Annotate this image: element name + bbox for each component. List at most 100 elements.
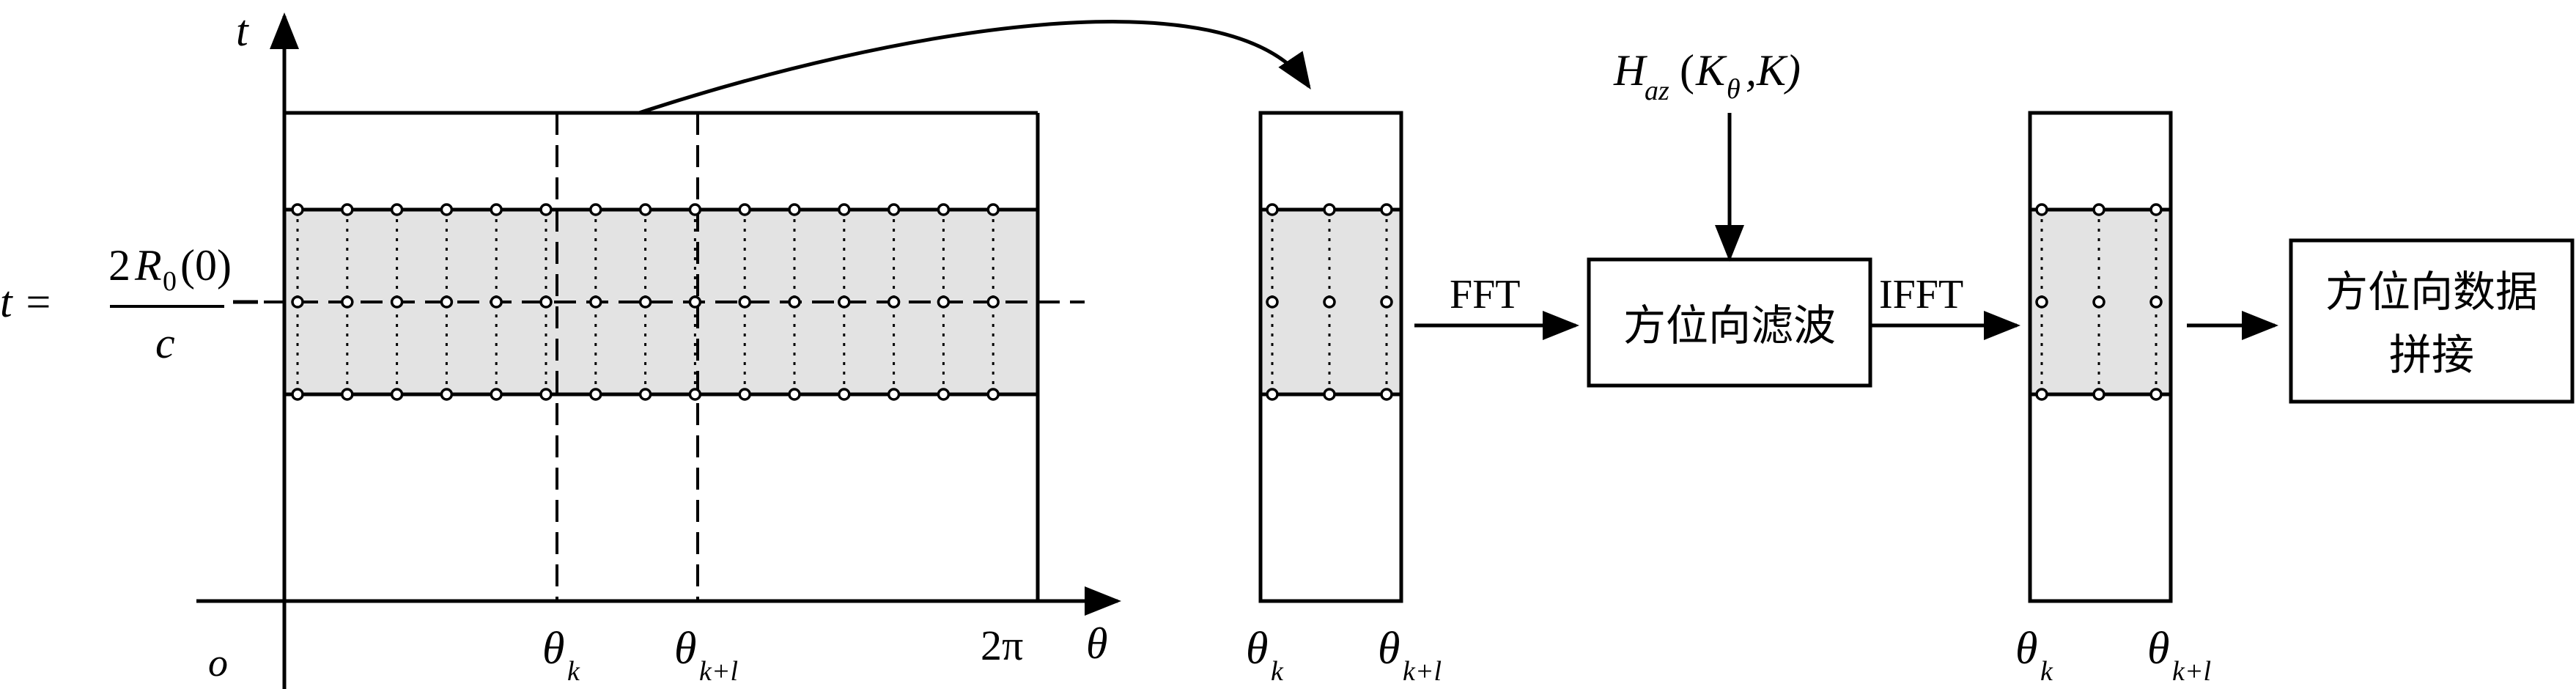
- sample-point: [838, 295, 851, 309]
- sample-point: [738, 295, 751, 309]
- sample-point: [2035, 203, 2048, 216]
- sample-point: [688, 388, 702, 401]
- sample-point: [291, 388, 304, 401]
- svg-text:H: H: [1613, 46, 1648, 95]
- sample-point: [341, 388, 354, 401]
- sample-point: [937, 388, 951, 401]
- svg-text:θ: θ: [1378, 624, 1400, 674]
- azimuth-filter-label: 方位向滤波: [1623, 301, 1836, 350]
- t-axis-label: t: [236, 7, 249, 55]
- svg-text:k: k: [1271, 656, 1284, 687]
- sample-point: [440, 295, 454, 309]
- svg-text:(: (: [1680, 46, 1694, 95]
- sample-point: [539, 388, 553, 401]
- svg-text:az: az: [1645, 75, 1669, 106]
- mid-theta-kl-label: θ k+l: [1378, 624, 1442, 687]
- svg-text:k+l: k+l: [1403, 656, 1442, 687]
- theta-axis-label: θ: [1086, 619, 1107, 668]
- time-angle-plot: t θ o 2π θ k θ k+l t = 2 R 0 (0) c: [0, 7, 1121, 689]
- fft-label: FFT: [1450, 272, 1521, 317]
- right-theta-k-label: θ k: [2015, 624, 2053, 687]
- sample-point: [1380, 295, 1393, 309]
- sample-point: [1323, 388, 1336, 401]
- svg-text:θ: θ: [2147, 624, 2169, 674]
- extracted-window-block: θ k θ k+l: [1246, 111, 1442, 687]
- sample-point: [1323, 295, 1336, 309]
- svg-text:k: k: [567, 656, 580, 687]
- sample-point: [788, 203, 801, 216]
- sample-point: [2092, 295, 2106, 309]
- svg-text:θ: θ: [2015, 624, 2037, 674]
- theta-kl-label: θ k+l: [674, 624, 738, 687]
- sample-point: [341, 203, 354, 216]
- svg-text:K: K: [1695, 46, 1727, 95]
- sample-point: [440, 388, 454, 401]
- sample-point: [2149, 388, 2163, 401]
- sample-point: [2035, 295, 2048, 309]
- sample-point: [2149, 203, 2163, 216]
- sample-point: [2092, 203, 2106, 216]
- sample-grid: [291, 203, 1000, 401]
- svg-text:t =: t =: [0, 278, 53, 326]
- sample-point: [490, 295, 503, 309]
- sample-point: [638, 203, 652, 216]
- sample-point: [589, 388, 602, 401]
- sample-point: [738, 388, 751, 401]
- sample-point: [539, 295, 553, 309]
- sample-point: [341, 295, 354, 309]
- sample-point: [589, 295, 602, 309]
- sample-point: [1380, 203, 1393, 216]
- svg-text:θ: θ: [674, 624, 696, 674]
- sample-point: [887, 388, 901, 401]
- sample-point: [638, 295, 652, 309]
- extract-window-arrow: [638, 20, 1311, 115]
- sample-point: [788, 295, 801, 309]
- sample-point: [1266, 295, 1279, 309]
- sample-point: [937, 295, 951, 309]
- svg-text:θ: θ: [1727, 74, 1741, 105]
- sample-point: [1323, 203, 1336, 216]
- sample-point: [390, 295, 404, 309]
- svg-text:c: c: [155, 319, 175, 367]
- svg-text:2: 2: [108, 241, 130, 290]
- sample-point: [937, 203, 951, 216]
- svg-text:k+l: k+l: [2172, 656, 2211, 687]
- range-time-equation: t = 2 R 0 (0) c: [0, 241, 232, 367]
- ifft-label: IFFT: [1879, 272, 1963, 317]
- sample-point: [1380, 388, 1393, 401]
- sample-point: [887, 203, 901, 216]
- sample-point: [291, 295, 304, 309]
- theta-k-label: θ k: [542, 624, 580, 687]
- svg-text:k+l: k+l: [699, 656, 738, 687]
- sample-point: [887, 295, 901, 309]
- sample-point: [838, 203, 851, 216]
- svg-text:R: R: [134, 241, 162, 290]
- sample-point: [1266, 203, 1279, 216]
- sample-point: [440, 203, 454, 216]
- sample-point: [490, 388, 503, 401]
- origin-label: o: [208, 641, 228, 685]
- sample-point: [490, 203, 503, 216]
- sample-point: [688, 295, 702, 309]
- mid-theta-k-label: θ k: [1246, 624, 1284, 687]
- sample-point: [539, 203, 553, 216]
- sample-point: [2035, 388, 2048, 401]
- svg-text:,K): ,K): [1746, 46, 1801, 95]
- sample-point: [390, 388, 404, 401]
- svg-text:θ: θ: [1246, 624, 1268, 674]
- sample-point: [738, 203, 751, 216]
- svg-text:k: k: [2040, 656, 2053, 687]
- sample-point: [986, 295, 1000, 309]
- two-pi-label: 2π: [981, 622, 1023, 669]
- filtered-window-block: θ k θ k+l: [2015, 111, 2211, 687]
- filter-function-label: H az ( K θ ,K): [1613, 46, 1801, 106]
- sample-point: [1266, 388, 1279, 401]
- sample-point: [2149, 295, 2163, 309]
- sample-point: [688, 203, 702, 216]
- stitching-label-line2: 拼接: [2389, 330, 2474, 380]
- svg-text:(0): (0): [180, 241, 232, 290]
- data-stitching-block: [2289, 238, 2575, 404]
- sample-point: [788, 388, 801, 401]
- sample-point: [986, 203, 1000, 216]
